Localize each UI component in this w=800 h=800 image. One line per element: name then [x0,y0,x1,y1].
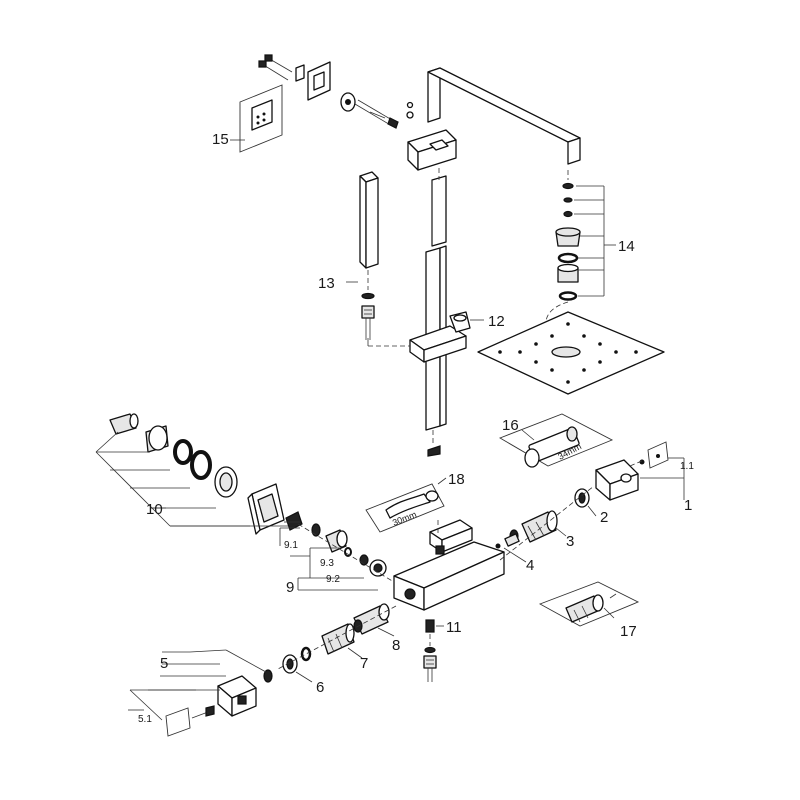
riser-pipe [425,168,447,457]
label-9-2: 9.2 [326,574,340,585]
part-18-wrench [365,477,447,533]
label-8: 8 [392,637,400,654]
shower-arm [407,67,581,171]
label-18: 18 [448,471,465,488]
part-7-valve-cartridge [300,623,363,662]
label-9: 9 [286,579,294,596]
part-8-screw-connector [353,603,395,637]
label-5-1: 5.1 [138,714,152,725]
label-9-3: 9.3 [320,558,334,569]
part-15-wall-bracket [239,54,414,153]
part-3-thermo-element [509,510,567,543]
part-1-cover [595,441,685,501]
label-14: 14 [618,238,635,255]
label-12: 12 [488,313,505,330]
part-13-hand-shower [346,171,379,340]
part-4-check-valve [495,533,527,563]
label-9-1: 9.1 [284,540,298,551]
label-17: 17 [620,623,637,640]
label-13: 13 [318,275,335,292]
part-2-nut [574,488,597,517]
thermostat-body [393,519,505,611]
label-7: 7 [360,655,368,672]
part-17-extension [538,581,640,627]
label-6: 6 [316,679,324,696]
shower-head-plate [477,301,665,395]
label-10: 10 [146,501,163,518]
label-4: 4 [526,557,534,574]
part-12-slider [367,311,484,363]
label-1: 1 [684,497,692,514]
label-3: 3 [566,533,574,550]
part-14-seal-set [555,170,616,301]
part-9-valve-set [279,511,387,591]
part-11-outlet [423,619,444,682]
part-16-cartridge [498,413,614,468]
part-5-handle [128,649,273,737]
label-2: 2 [600,509,608,526]
part-10-connection-set [95,413,290,535]
label-16: 16 [502,417,519,434]
label-5: 5 [160,655,168,672]
label-15: 15 [212,131,229,148]
label-11: 11 [446,619,462,636]
label-1-1: 1.1 [680,461,694,472]
